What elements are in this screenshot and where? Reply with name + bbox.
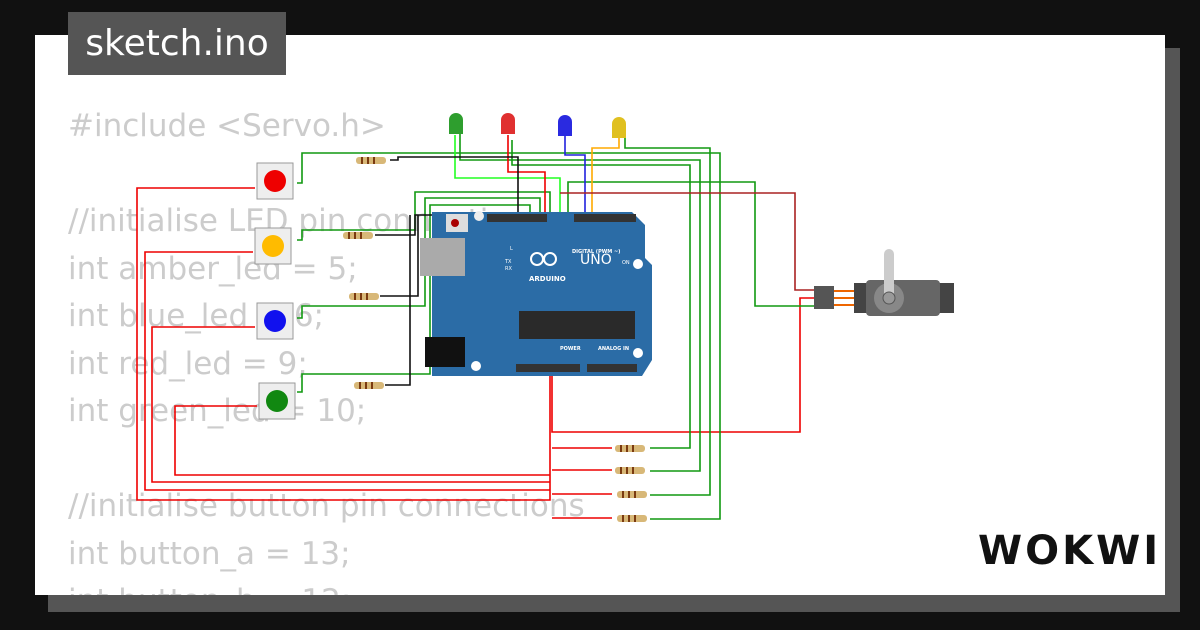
wire: [591, 138, 620, 215]
wire: [297, 152, 721, 520]
wire: [551, 297, 815, 433]
wire: [174, 405, 550, 476]
wire: [144, 251, 550, 491]
resistor: [615, 445, 645, 452]
pushbutton-green[interactable]: [258, 382, 296, 420]
code-line: int green_led = 10;: [68, 393, 367, 429]
wire: [297, 197, 541, 319]
wire: [507, 135, 546, 215]
wire: [560, 192, 815, 291]
led-yellow[interactable]: [612, 117, 626, 138]
digital-label: DIGITAL (PWM ~): [572, 249, 620, 255]
pushbutton-yellow[interactable]: [254, 227, 292, 265]
resistors: [343, 157, 647, 522]
arduino-uno[interactable]: ARDUINO UNO DIGITAL (PWM ~) POWER ANALOG…: [420, 211, 652, 376]
wire: [385, 215, 411, 386]
resistor: [343, 232, 373, 239]
led-red[interactable]: [501, 113, 515, 134]
l-label: L: [510, 246, 513, 252]
pushbutton-red[interactable]: [256, 162, 294, 200]
wire: [297, 204, 531, 393]
resistor: [617, 491, 647, 498]
resistor: [349, 293, 379, 300]
analog-label: ANALOG IN: [598, 346, 629, 352]
wire: [564, 135, 586, 215]
board-model: UNO: [580, 252, 612, 268]
wire: [390, 156, 519, 215]
wokwi-logo: WOKWI: [978, 528, 1162, 574]
code-line: int button_a = 13;: [68, 535, 351, 572]
resistor: [615, 467, 645, 474]
board-brand: ARDUINO: [529, 275, 566, 283]
wire: [624, 138, 711, 496]
wire: [459, 130, 701, 472]
servo-motor[interactable]: [814, 249, 954, 316]
on-label: ON: [622, 260, 630, 266]
wire: [380, 215, 419, 297]
led-green[interactable]: [449, 113, 463, 134]
leds: [449, 113, 626, 138]
code-line: #include <Servo.h>: [68, 108, 386, 144]
resistor: [354, 382, 384, 389]
resistor: [356, 157, 386, 164]
rx-label: RX: [505, 266, 512, 272]
wire: [151, 326, 550, 483]
wire: [136, 187, 551, 501]
wire: [552, 447, 612, 519]
resistor: [617, 515, 647, 522]
tx-label: TX: [504, 259, 512, 265]
pushbuttons: [254, 162, 296, 420]
wires: [136, 130, 815, 520]
sketch-title: sketch.ino: [68, 12, 286, 75]
pushbutton-blue[interactable]: [256, 302, 294, 340]
code-line: int button_b = 12;: [68, 578, 585, 595]
led-blue[interactable]: [558, 115, 572, 136]
infinity-logo-icon: [530, 252, 557, 266]
power-label: POWER: [560, 346, 581, 352]
